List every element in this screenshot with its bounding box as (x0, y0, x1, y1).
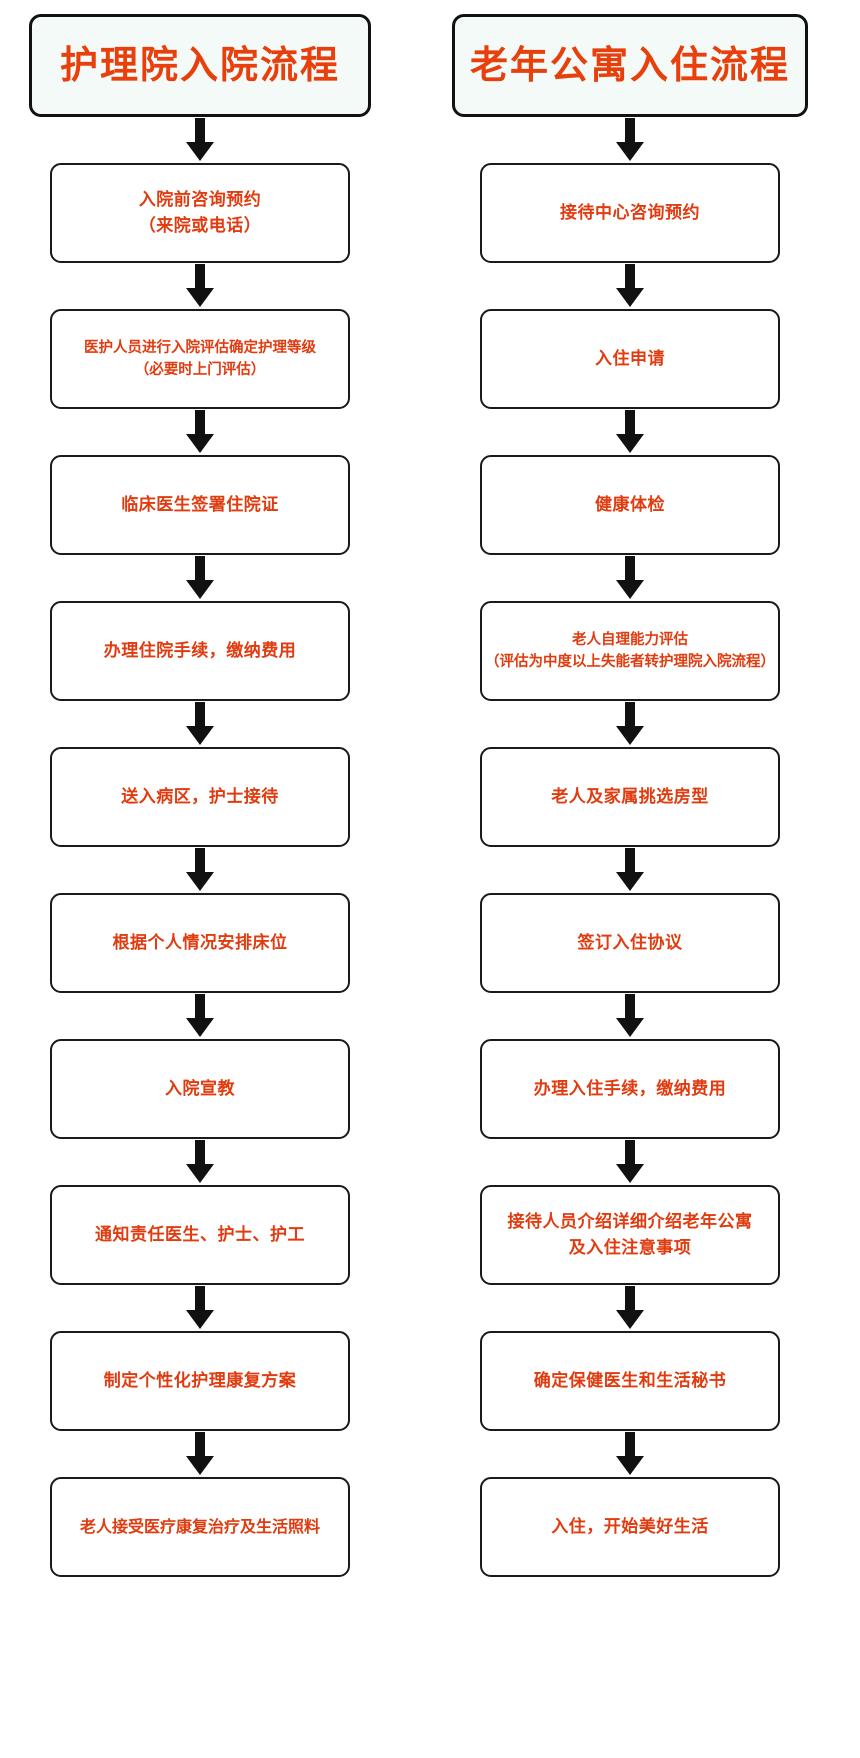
flowchart-step-line: 接待人员介绍详细介绍老年公寓 (507, 1211, 753, 1232)
flowchart-step[interactable]: 医护人员进行入院评估确定护理等级 （必要时上门评估） (50, 309, 350, 409)
flowchart-step-line: （评估为中度以上失能者转护理院入院流程） (485, 654, 775, 670)
flowchart-step[interactable]: 老人及家属挑选房型 (480, 747, 780, 847)
flowchart-step[interactable]: 入住，开始美好生活 (480, 1477, 780, 1577)
flowchart-step-line: 临床医生签署住院证 (121, 494, 279, 515)
down-arrow-icon (177, 409, 223, 455)
flowchart-step[interactable]: 制定个性化护理康复方案 (50, 1331, 350, 1431)
flowchart-title-text: 老年公寓入住流程 (469, 42, 790, 87)
down-arrow-icon (177, 263, 223, 309)
flowchart-step-line: 老人及家属挑选房型 (551, 786, 709, 807)
flowchart-step[interactable]: 入住申请 (480, 309, 780, 409)
flowchart-step-line: （必要时上门评估） (134, 362, 266, 378)
flowchart-step[interactable]: 入院前咨询预约 （来院或电话） (50, 163, 350, 263)
flowchart-step-line: 老人接受医疗康复治疗及生活照料 (79, 1516, 320, 1536)
down-arrow-icon (607, 1139, 653, 1185)
flowchart-step[interactable]: 老人自理能力评估 （评估为中度以上失能者转护理院入院流程） (480, 601, 780, 701)
flowchart-step-line: 入住申请 (595, 348, 665, 369)
flowchart-step-line: 老人自理能力评估 (572, 631, 688, 648)
flowchart-step[interactable]: 办理住院手续，缴纳费用 (50, 601, 350, 701)
down-arrow-icon (177, 555, 223, 601)
flowchart-title-box-nursing-home-admission: 护理院入院流程 (29, 14, 371, 117)
flowchart-step-line: 医护人员进行入院评估确定护理等级 (84, 339, 316, 356)
flowchart-title-box-senior-apartment-checkin: 老年公寓入住流程 (452, 14, 808, 117)
flowchart-column-senior-apartment-checkin: 老年公寓入住流程接待中心咨询预约入住申请健康体检老人自理能力评估 （评估为中度以上… (410, 14, 850, 1577)
down-arrow-icon (607, 1285, 653, 1331)
flowchart-step[interactable]: 接待中心咨询预约 (480, 163, 780, 263)
flowchart-step[interactable]: 办理入住手续，缴纳费用 (480, 1039, 780, 1139)
flowchart-step[interactable]: 签订入住协议 (480, 893, 780, 993)
flowchart-step-line: 签订入住协议 (577, 932, 683, 953)
flowchart-step-line: 制定个性化护理康复方案 (103, 1370, 297, 1391)
flowchart-step[interactable]: 确定保健医生和生活秘书 (480, 1331, 780, 1431)
down-arrow-icon (607, 847, 653, 893)
down-arrow-icon (177, 117, 223, 163)
flowchart-step[interactable]: 接待人员介绍详细介绍老年公寓及入住注意事项 (480, 1185, 780, 1285)
down-arrow-icon (177, 1285, 223, 1331)
flowchart-title-text: 护理院入院流程 (59, 42, 340, 87)
down-arrow-icon (177, 701, 223, 747)
down-arrow-icon (177, 1431, 223, 1477)
flowchart-step[interactable]: 临床医生签署住院证 (50, 455, 350, 555)
flowchart-step[interactable]: 老人接受医疗康复治疗及生活照料 (50, 1477, 350, 1577)
flowchart-step-line: 入院宣教 (165, 1078, 235, 1099)
flowchart-step[interactable]: 送入病区，护士接待 (50, 747, 350, 847)
flowchart-step-line: 接待中心咨询预约 (560, 202, 700, 223)
flowchart-step-line: 送入病区，护士接待 (121, 786, 279, 807)
flowchart-step-line: 入住，开始美好生活 (551, 1516, 709, 1537)
flowchart-step[interactable]: 健康体检 (480, 455, 780, 555)
flowchart-step-line: 办理住院手续，缴纳费用 (103, 640, 297, 661)
flowchart-step-line: 根据个人情况安排床位 (112, 932, 288, 953)
down-arrow-icon (177, 1139, 223, 1185)
down-arrow-icon (607, 1431, 653, 1477)
flowchart-step-line: 健康体检 (595, 494, 665, 515)
flowchart-column-nursing-home-admission: 护理院入院流程入院前咨询预约 （来院或电话） 医护人员进行入院评估确定护理等级 （必要… (0, 14, 400, 1577)
flowchart-step-line: 确定保健医生和生活秘书 (533, 1370, 727, 1391)
flowchart-step-line: 办理入住手续，缴纳费用 (533, 1078, 727, 1099)
down-arrow-icon (177, 993, 223, 1039)
flowchart-step-line: 通知责任医生、护士、护工 (95, 1224, 305, 1245)
down-arrow-icon (177, 847, 223, 893)
flowchart-step-line: 及入住注意事项 (568, 1238, 692, 1258)
flowchart-step-line: 入院前咨询预约 (138, 189, 262, 210)
flowchart-step[interactable]: 通知责任医生、护士、护工 (50, 1185, 350, 1285)
down-arrow-icon (607, 701, 653, 747)
down-arrow-icon (607, 117, 653, 163)
flowchart-step[interactable]: 根据个人情况安排床位 (50, 893, 350, 993)
down-arrow-icon (607, 409, 653, 455)
flowchart-columns: 护理院入院流程入院前咨询预约 （来院或电话） 医护人员进行入院评估确定护理等级 （必要… (0, 14, 850, 1577)
flowchart-step[interactable]: 入院宣教 (50, 1039, 350, 1139)
down-arrow-icon (607, 263, 653, 309)
flowchart-step-line: （来院或电话） (138, 216, 262, 236)
down-arrow-icon (607, 555, 653, 601)
down-arrow-icon (607, 993, 653, 1039)
